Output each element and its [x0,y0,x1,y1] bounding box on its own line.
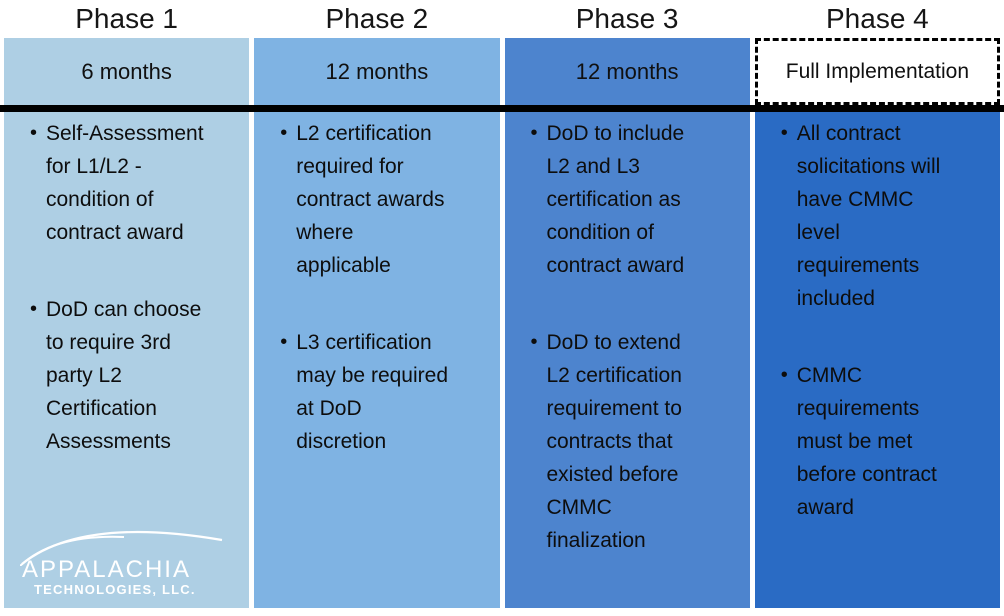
phase-1-column: Phase 1 6 months Self-Assessment for L1/… [4,0,250,608]
bullet-item: DoD to include L2 and L3 certification a… [531,117,719,282]
phase-4-title: Phase 4 [754,0,1000,38]
timeline-divider [0,105,1004,112]
phase-3-body: DoD to include L2 and L3 certification a… [504,105,750,608]
phase-2-title: Phase 2 [254,0,500,38]
phase-2-bullet-list: L2 certification required for contract a… [254,117,495,458]
logo-swoosh-icon [20,530,223,566]
appalachia-logo: APPALACHIA TECHNOLOGIES, LLC. [20,520,228,606]
bullet-item: DoD to extend L2 certification requireme… [531,326,719,557]
bullet-item: Self-Assessment for L1/L2 - condition of… [30,117,218,249]
phase-2-duration-band: 12 months [254,38,500,105]
phase-4-body: All contract solicitations will have CMM… [754,105,1000,608]
phase-1-body: Self-Assessment for L1/L2 - condition of… [4,105,250,608]
phase-2-column: Phase 2 12 months L2 certification requi… [254,0,500,608]
bullet-item: All contract solicitations will have CMM… [781,117,969,315]
phase-4-bullet-list: All contract solicitations will have CMM… [755,117,996,524]
bullet-item: L3 certification may be required at DoD … [280,326,468,458]
bullet-item: DoD can choose to require 3rd party L2 C… [30,293,218,458]
phase-3-column: Phase 3 12 months DoD to include L2 and … [504,0,750,608]
phase-3-duration-band: 12 months [504,38,750,105]
phase-1-title: Phase 1 [4,0,250,38]
phase-2-body: L2 certification required for contract a… [254,105,500,608]
bullet-item: CMMC requirements must be met before con… [781,359,969,524]
phase-1-duration-band: 6 months [4,38,250,105]
phase-1-bullet-list: Self-Assessment for L1/L2 - condition of… [4,117,245,458]
phase-3-bullet-list: DoD to include L2 and L3 certification a… [505,117,746,557]
phase-table: Phase 1 6 months Self-Assessment for L1/… [4,0,1000,608]
bullet-item: L2 certification required for contract a… [280,117,468,282]
logo-subtitle: TECHNOLOGIES, LLC. [34,582,196,597]
logo-name: APPALACHIA [22,556,191,583]
phase-4-full-implementation-box: Full Implementation [754,38,1000,105]
phase-4-column: Phase 4 Full Implementation All contract… [754,0,1000,608]
phase-3-title: Phase 3 [504,0,750,38]
